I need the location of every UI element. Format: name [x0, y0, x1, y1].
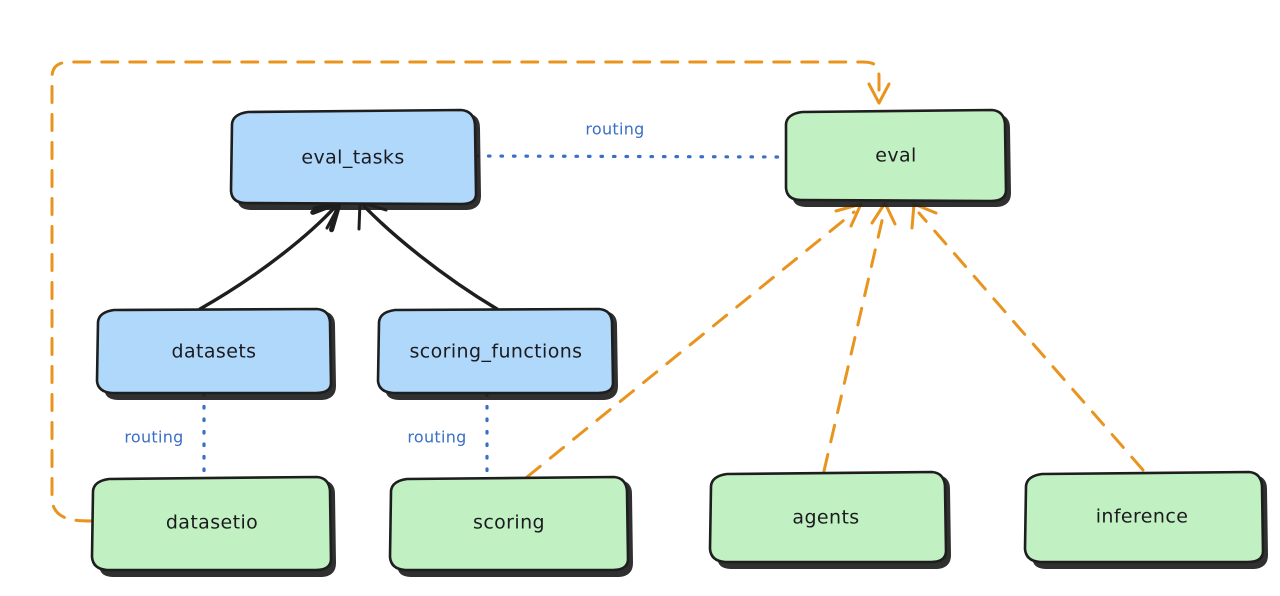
edge-agents-to-eval: [822, 201, 897, 473]
node-label-datasetio: datasetio: [166, 512, 258, 534]
node-label-scoring_functions: scoring_functions: [410, 341, 583, 363]
edge-label-routing-scoring_functions-scoring: routing: [407, 428, 466, 447]
node-label-agents: agents: [792, 507, 859, 529]
node-scoring[interactable]: scoring: [388, 475, 633, 577]
edge-datasetio-to-eval: [50, 60, 891, 523]
node-eval[interactable]: eval: [784, 108, 1011, 207]
node-label-inference: inference: [1096, 506, 1189, 528]
provider-edges-group: [50, 60, 1145, 523]
node-label-scoring: scoring: [473, 512, 545, 534]
edge-label-routing-eval_tasks-eval: routing: [585, 120, 644, 139]
node-agents[interactable]: agents: [708, 470, 951, 569]
edge-scoring_functions-to-eval_tasks: [357, 200, 499, 311]
edge-datasets-to-eval_tasks: [198, 199, 343, 311]
node-datasets[interactable]: datasets: [95, 307, 336, 400]
node-label-datasets: datasets: [172, 341, 257, 363]
node-label-eval_tasks: eval_tasks: [301, 147, 404, 169]
api-edges-group: [198, 199, 499, 311]
edge-label-routing-datasets-datasetio: routing: [124, 428, 183, 447]
edge-labels-group: routing routing routing: [124, 120, 644, 447]
node-label-eval: eval: [875, 145, 916, 167]
node-eval_tasks[interactable]: eval_tasks: [229, 108, 481, 210]
node-inference[interactable]: inference: [1023, 470, 1268, 569]
node-scoring_functions[interactable]: scoring_functions: [376, 307, 618, 400]
routing-edges-group: [202, 154, 788, 479]
node-datasetio[interactable]: datasetio: [90, 475, 336, 577]
edge-eval_tasks-to-eval: [474, 154, 788, 159]
edge-inference-to-eval: [910, 202, 1145, 472]
